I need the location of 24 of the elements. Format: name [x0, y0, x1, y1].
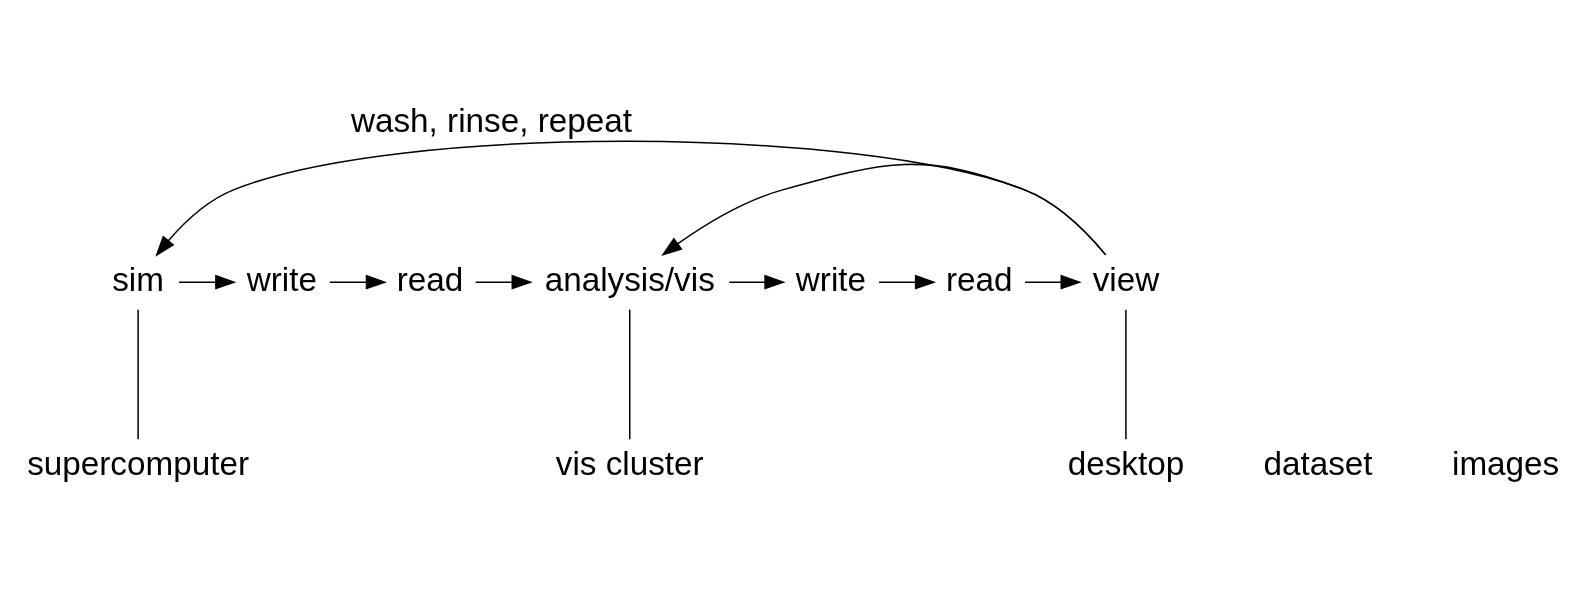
arrow: [178, 274, 237, 290]
node-text: vis cluster: [555, 444, 704, 482]
node-text: desktop: [1067, 444, 1185, 482]
connector: [629, 308, 631, 440]
connector: [1125, 308, 1127, 440]
edge-label: wash, rinse, repeat: [350, 101, 632, 139]
connector: [137, 308, 139, 440]
node-text: read: [396, 260, 464, 298]
label: dataset: [1263, 444, 1373, 482]
arrow: [878, 274, 937, 290]
node-text: analysis/vis: [544, 260, 715, 298]
node-text: write: [795, 260, 867, 298]
node-text: sim: [112, 260, 164, 298]
node-text: view: [1092, 260, 1160, 298]
arrow: [329, 274, 387, 290]
node-text: read: [945, 260, 1013, 298]
arrow: [155, 140, 1107, 257]
node-text: write: [246, 260, 317, 298]
label: images: [1452, 444, 1560, 482]
arrow: [1024, 274, 1082, 290]
arrow: [728, 274, 786, 290]
arrow: [474, 274, 533, 290]
node-text: supercomputer: [27, 444, 250, 482]
arrow: [661, 163, 1107, 256]
